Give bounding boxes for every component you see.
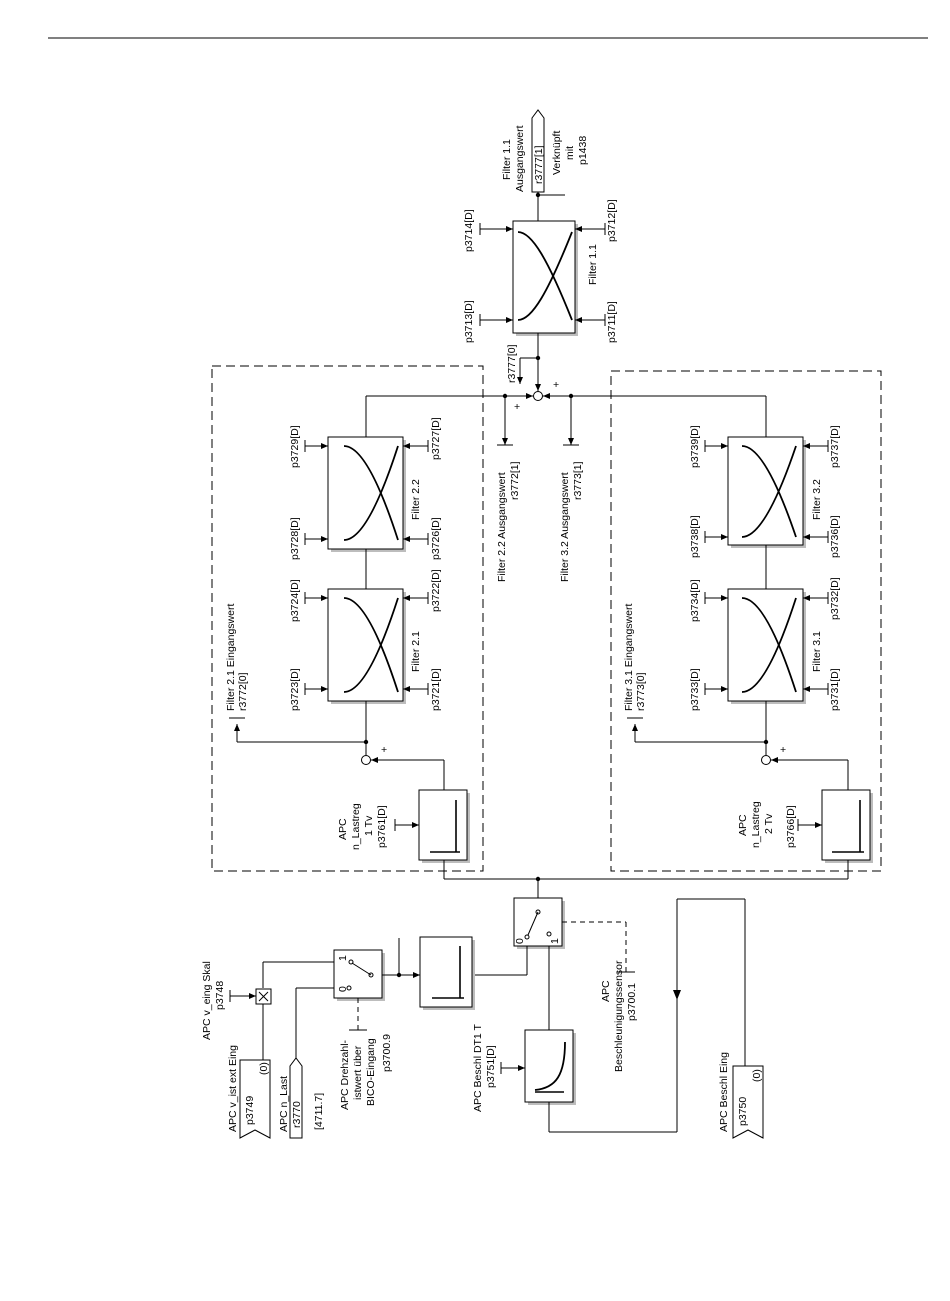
p3724-label: p3724[D] [289, 579, 301, 622]
filter31-in-label: Filter 3.1 Eingangswert [623, 604, 635, 711]
p3721-label: p3721[D] [430, 668, 442, 711]
nlastreg2-label: n_Lastreg [750, 801, 762, 848]
p3749-connector [239, 1059, 271, 1139]
p3750-label: p3750 [737, 1097, 749, 1126]
mit-label: mit [564, 146, 576, 160]
filter11-label: Filter 1.1 [501, 139, 513, 180]
r3777-1-label: r3777[1] [533, 145, 545, 184]
p3734-label: p3734[D] [689, 579, 701, 622]
plus-label-1: + [553, 379, 559, 391]
sum-junction-top [533, 391, 543, 401]
drehzahl2-label: istwert über [352, 1045, 364, 1100]
r3770-label: r3770 [291, 1101, 303, 1128]
beschl-dt1-label: APC Beschl DT1 T [472, 1023, 484, 1112]
verknuepft-label: Verknüpft [551, 131, 563, 175]
p3748-label: p3748 [214, 981, 226, 1010]
p3700-9-label: p3700.9 [381, 1034, 393, 1072]
nlastreg1-label: n_Lastreg [350, 803, 362, 850]
drehzahl3-label: BICO-Eingang [365, 1038, 377, 1106]
switch-1-block [333, 949, 385, 1001]
sw2-0-label: 0 [514, 938, 526, 944]
p3736-label: p3736[D] [829, 515, 841, 558]
filter11-out-label: Ausgangswert [514, 125, 526, 192]
p3711-label: p3711[D] [606, 301, 618, 343]
plus-label-4: + [780, 744, 786, 756]
r3773-1-label: r3773[1] [572, 461, 584, 500]
apc2-label: APC [737, 814, 749, 836]
filter32-out-label: Filter 3.2 Ausgangswert [559, 472, 571, 582]
r3773-0-label: r3773[0] [635, 672, 647, 711]
r3770-connector [289, 1057, 303, 1139]
r3772-1-label: r3772[1] [509, 461, 521, 500]
sw1-0-label: 0 [337, 986, 349, 992]
p3700-1-label: p3700.1 [626, 983, 638, 1021]
apc-sensor1-label: APC [600, 980, 612, 1002]
p3761-label: p3761[D] [376, 805, 388, 848]
p3732-label: p3732[D] [829, 577, 841, 620]
p3714-label: p3714[D] [463, 209, 475, 252]
p3722-label: p3722[D] [430, 569, 442, 612]
p3731-label: p3731[D] [829, 668, 841, 711]
p3751-label: p3751[D] [485, 1045, 497, 1088]
filter-2-1-block [327, 588, 406, 704]
p3726-label: p3726[D] [430, 517, 442, 560]
tv2-label: 2 Tv [763, 813, 775, 834]
filter21-label: Filter 2.1 [410, 631, 422, 672]
p3739-label: p3739[D] [689, 425, 701, 468]
p3713-label: p3713[D] [463, 300, 475, 343]
r3772-0-label: r3772[0] [237, 672, 249, 711]
p3766-label: p3766[D] [785, 805, 797, 848]
apc-veing-label: APC v_eing Skal [201, 961, 213, 1040]
p1438-label: p1438 [577, 136, 589, 165]
apc1-label: APC [337, 818, 349, 840]
filter31-label: Filter 3.1 [811, 631, 823, 672]
apc-vist-label: APC v_ist ext Eing [227, 1045, 239, 1132]
p3738-label: p3738[D] [689, 515, 701, 558]
drehzahl1-label: APC Drehzahl- [339, 1039, 351, 1110]
filter32-label: Filter 3.2 [811, 479, 823, 520]
filter-3-1-block [727, 588, 806, 704]
sw2-1-label: 1 [549, 938, 561, 944]
p3723-label: p3723[D] [289, 668, 301, 711]
p3737-label: p3737[D] [829, 425, 841, 468]
zero2-label: (0) [751, 1069, 763, 1082]
multiplier-block [255, 988, 272, 1005]
p3749-label: p3749 [244, 1096, 256, 1125]
apc-beschl-eing-label: APC Beschl Eing [718, 1052, 730, 1132]
filter21-in-label: Filter 2.1 Eingangswert [225, 604, 237, 711]
sum-junction-group-2 [361, 755, 371, 765]
pt1-block [419, 936, 475, 1010]
apc-nlast-label: APC n_Last [278, 1076, 290, 1132]
p3733-label: p3733[D] [689, 668, 701, 711]
filter-1-1-block [512, 220, 578, 336]
filter-3-2-block [727, 436, 806, 548]
beschl-dt1-block [524, 1029, 576, 1105]
tv1-label: 1 Tv [363, 815, 375, 836]
sum-junction-group-3 [761, 755, 771, 765]
ref4711-label: [4711.7] [313, 1093, 325, 1130]
zero1-label: (0) [258, 1062, 270, 1075]
filter-group-2-frame [211, 365, 484, 872]
filter-group-3-frame [610, 370, 882, 872]
r3777-1-connector [531, 109, 545, 193]
plus-label-3: + [381, 744, 387, 756]
p3728-label: p3728[D] [289, 517, 301, 560]
r3777-0-label: r3777[0] [506, 344, 518, 383]
filter-2-2-block [327, 436, 406, 552]
filter22-label: Filter 2.2 [410, 479, 422, 520]
plus-label-2: + [514, 401, 520, 413]
p3727-label: p3727[D] [430, 417, 442, 460]
apc-sensor2-label: Beschleunigungssensor [613, 960, 625, 1072]
p3712-label: p3712[D] [606, 199, 618, 242]
p3729-label: p3729[D] [289, 425, 301, 468]
sw1-1-label: 1 [337, 955, 349, 961]
p3750-connector [732, 1065, 764, 1139]
nlastreg-1-block [418, 789, 470, 863]
nlastreg-2-block [821, 789, 873, 863]
filter11-box-label: Filter 1.1 [587, 244, 599, 285]
filter22-out-label: Filter 2.2 Ausgangswert [496, 472, 508, 582]
